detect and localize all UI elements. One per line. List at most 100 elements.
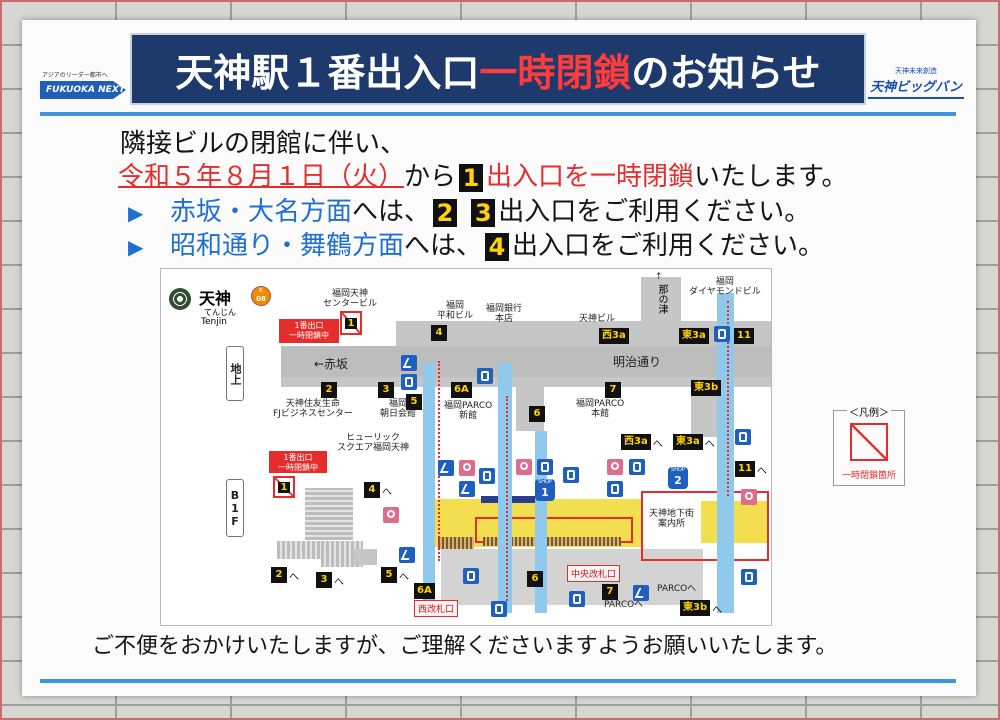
title-notice: のお知らせ	[631, 50, 821, 95]
exit-number-box: 2	[433, 198, 458, 227]
fukuoka-next-logo: アジアのリーダー都市へ FUKUOKA NEXT	[40, 70, 128, 104]
label-diamond-building: 福岡 ダイヤモンドビル	[689, 277, 761, 297]
elevator-icon	[714, 326, 730, 342]
label-tenjin-building: 天神ビル	[579, 314, 616, 324]
exit-marker: 6	[529, 406, 545, 422]
nanotsu-arrow-icon: ↑	[655, 272, 663, 282]
central-ticket-gate	[483, 537, 621, 546]
restroom-icon	[383, 507, 399, 523]
direction-particle: へは、	[404, 231, 483, 261]
exit-marker: 5	[406, 394, 422, 410]
label-info-center: 天神地下街 案内所	[649, 509, 695, 529]
use-exit-text: 出入口をご利用ください。	[498, 197, 811, 227]
exit-marker: 2	[321, 382, 337, 398]
label-nanotsu: 那の津	[656, 284, 667, 314]
exit-marker: 6A	[451, 382, 472, 398]
exit-marker: 西3a	[599, 328, 629, 344]
exit-marker: 6	[527, 571, 543, 587]
wheelchair-icon	[629, 459, 645, 475]
elevator-icon	[741, 569, 757, 585]
title-station-exit: 天神駅１番出入口	[175, 50, 480, 95]
exit-marker: 3	[378, 382, 394, 398]
label-fukuoka-bank: 福岡銀行 本店	[486, 304, 523, 324]
map-legend: ＜凡例＞ 一時閉鎖箇所	[833, 408, 905, 486]
stair-column-east	[717, 293, 734, 613]
closure-date: 令和５年８月１日（火）	[118, 162, 405, 192]
label-meiji-dori: 明治通り	[613, 355, 662, 369]
escalator-icon	[633, 585, 649, 601]
label-heiwa-building: 福岡 平和ビル	[437, 301, 474, 321]
label-center-building: 福岡天神 センタービル	[323, 289, 378, 309]
exit-marker: 6A	[414, 583, 435, 599]
exit-1-closed-label: 1番出口 一時閉鎖中	[269, 451, 327, 473]
closed-area-mark-icon	[850, 423, 888, 461]
exit-marker: 東3a	[679, 328, 709, 344]
notice-line-1: 隣接ビルの閉館に伴い、	[120, 129, 407, 159]
station-romaji: Tenjin	[201, 317, 227, 327]
exit-marker: 4	[431, 325, 447, 341]
direction-particle: へは、	[352, 197, 431, 227]
label-parco-main: 福岡PARCO 本館	[576, 399, 625, 419]
exit-number-box: 1	[459, 163, 484, 192]
exit-1-number: 1	[277, 481, 291, 493]
level-b1f: B1F	[226, 479, 244, 537]
notice-title: 天神駅１番出入口一時閉鎖のお知らせ	[130, 33, 866, 105]
exit-1-closed-label: 1番出口 一時閉鎖中	[279, 319, 339, 343]
direction-akasaka-daimyo: 赤坂・大名方面	[170, 197, 353, 227]
stair-column-6a	[498, 363, 512, 613]
restroom-icon	[516, 459, 532, 475]
exit-number-box: 4	[485, 232, 510, 261]
exit-marker: 7	[602, 584, 618, 600]
exit-number-box: 3	[471, 198, 496, 227]
restroom-icon	[607, 459, 623, 475]
exit-marker: 11	[734, 328, 754, 344]
coin-locker-icon	[607, 481, 623, 497]
meiji-dori-road	[281, 346, 771, 377]
fukuoka-next-name: FUKUOKA NEXT	[40, 81, 126, 99]
west-stairs	[305, 488, 353, 540]
elevator-icon	[479, 468, 495, 484]
restroom-icon	[459, 460, 475, 476]
route-dotted-line	[727, 301, 729, 496]
bullet-arrow-icon: ▶	[128, 235, 144, 259]
from-text: から	[404, 162, 457, 192]
exit-marker: 東3b	[691, 380, 722, 396]
use-exit-text: 出入口をご利用ください。	[512, 231, 825, 261]
stair-column-west	[423, 363, 435, 613]
label-asahi-kaikan: 福岡 朝日会館	[380, 399, 417, 419]
exit-1-closed-mark: 1	[273, 476, 295, 498]
line-code: K	[259, 287, 263, 294]
east-route	[641, 491, 769, 561]
title-closure: 一時閉鎖	[479, 50, 632, 95]
west-ticket-gate	[438, 537, 474, 549]
station-number-badge: K 08	[251, 286, 271, 306]
top-rule	[40, 112, 956, 116]
elevator-icon	[401, 374, 417, 390]
escalator-icon	[399, 547, 415, 563]
station-kana: てんじん	[204, 308, 236, 317]
east-corridor	[701, 501, 769, 543]
south-sidewalk	[281, 377, 771, 387]
coin-locker-icon	[463, 568, 479, 584]
west-stairs	[353, 549, 377, 565]
elevator-icon	[491, 601, 507, 617]
exit-1-closed-mark: 1	[340, 311, 362, 335]
label-akasaka: ←赤坂	[314, 357, 349, 371]
exit-marker: 7	[605, 382, 621, 398]
label-hulic-square: ヒューリック スクエア福岡天神	[337, 433, 410, 453]
phone-icon	[569, 591, 585, 607]
fukuoka-next-tagline: アジアのリーダー都市へ	[42, 72, 108, 79]
tenjin-bigbang-tagline: 天神未来創造	[895, 67, 937, 75]
station-map: 天神 てんじん Tenjin K 08 地上 B1F 1番出口 一時閉鎖中 1 …	[160, 268, 772, 626]
elevator-icon	[477, 368, 493, 384]
